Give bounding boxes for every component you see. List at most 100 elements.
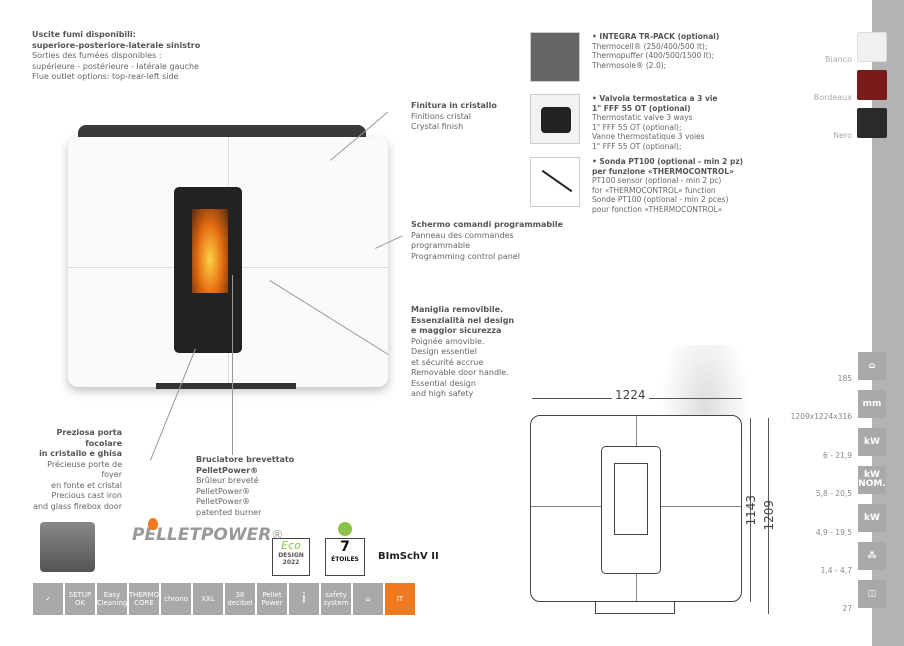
accessory-line: 1" FFF 55 OT (optional);: [592, 122, 682, 132]
accessory-line: pour fonction «THERMOCONTROL»: [592, 204, 723, 214]
pellets-icon: ⁂: [858, 542, 886, 570]
integra-pack-image: [530, 32, 580, 82]
width-dimension: 1224: [612, 389, 649, 401]
spec-power-input: 6 - 21,9: [823, 451, 852, 460]
crystal-fr: Finitions cristal: [411, 111, 471, 121]
color-swatch-nero[interactable]: [857, 108, 887, 138]
door-line: and glass firebox door: [33, 501, 122, 511]
color-label: Bianco: [825, 55, 852, 64]
accessory-title-2: 1" FFF 55 OT (optional): [592, 103, 691, 113]
flue-title: Uscite fumi disponibili:: [32, 30, 136, 39]
accessory-line: for «THERMOCONTROL» function: [592, 185, 716, 195]
accessory-valve: • Valvola termostatica a 3 vie 1" FFF 55…: [592, 94, 718, 151]
eco-year-text: 2022: [282, 559, 300, 566]
stove-base-drawing: [595, 602, 675, 614]
door-line: Précieuse porte de foyer: [47, 459, 122, 480]
burner-it: Bruciatore brevettato: [196, 455, 295, 464]
handle-line: Design essentiel: [411, 347, 477, 356]
color-label: Bordeaux: [813, 93, 852, 102]
panel-it: Schermo comandi programmabile: [411, 220, 564, 229]
dimensions-icon: mm: [858, 390, 886, 418]
panel-fr: Panneau des commandes: [411, 230, 514, 240]
pt100-sensor-image: [530, 157, 580, 207]
handle-line: et sécurité accrue: [411, 357, 484, 367]
door-callout: Preziosa porta focolare in cristallo e g…: [30, 428, 122, 512]
crystal-it: Finitura in cristallo: [411, 101, 497, 110]
spec-dimensions: 1209x1224x316: [790, 412, 852, 421]
burner-line: PelletPower®: [196, 486, 251, 496]
handle-it-3: e maggior sicurezza: [411, 326, 502, 335]
height-dimension-2: 1209: [762, 499, 777, 531]
flue-en: Flue outlet options: top-rear-left side: [32, 72, 179, 81]
height-dimension-1: 1143: [744, 494, 759, 526]
ecodesign-badge: Eco DESIGN 2022: [272, 538, 310, 576]
accessory-line: PT100 sensor (optional - min 2 pc): [592, 176, 722, 185]
decibel-icon: 36 decibel: [225, 583, 255, 615]
door-it-2: in cristallo e ghisa: [39, 449, 122, 458]
thermocore-icon: THERMO CORE: [129, 583, 159, 615]
panel-fr-2: programmable: [411, 241, 471, 250]
accessory-line: Sonde PT100 (optional - min 2 pces): [592, 195, 729, 204]
pelletpower-logo: PELLETPOWER®: [132, 527, 283, 544]
flue-outlet-text: Uscite fumi disponibili: superiore-poste…: [32, 30, 200, 83]
flue-fr: Sorties des fumées disponibles :: [32, 51, 162, 60]
chrono-icon: chrono: [161, 583, 191, 615]
color-label: Nero: [833, 131, 852, 140]
stars-number: 7: [340, 539, 350, 555]
burner-line: PelletPower®: [196, 497, 251, 506]
door-line: en fonte et cristal: [51, 480, 122, 490]
accessory-sensor: • Sonda PT100 (optional - min 2 pz) per …: [592, 157, 743, 214]
color-swatch-bianco[interactable]: [857, 32, 887, 62]
pelletpower-text: PELLETPOWER: [132, 525, 272, 545]
made-in-italy-icon: IT: [385, 583, 415, 615]
thermostatic-valve-image: [530, 94, 580, 144]
door-it: Preziosa porta focolare: [56, 428, 122, 448]
handle-callout: Maniglia removibile. Essenzialità nel de…: [411, 305, 514, 400]
handle-line: Essential design: [411, 378, 476, 388]
setup-ok-icon: SETUP OK: [65, 583, 95, 615]
stove-door: [174, 187, 242, 353]
flue-title-2: superiore-posteriore-laterale sinistro: [32, 40, 201, 50]
burner-line: Brûleur breveté: [196, 476, 259, 485]
accessory-title-2: per funzione «THERMOCONTROL»: [592, 166, 734, 176]
easy-cleaning-icon: Easy Cleaning: [97, 583, 127, 615]
accessory-line: Thermostatic valve 3 ways: [592, 113, 693, 122]
accessory-title: • INTEGRA TR-PACK (optional): [592, 32, 720, 41]
handle-it-2: Essenzialità nel design: [411, 315, 515, 325]
home-air-icon: ⌂: [353, 583, 383, 615]
door-line: Precious cast iron: [51, 491, 122, 500]
spec-consumption: 1,4 - 4,7: [820, 566, 852, 575]
accessory-line: Thermocell® (250/400/500 lt);: [592, 41, 708, 51]
stove-front-drawing: [530, 415, 742, 602]
water-kw-icon: kW: [858, 504, 886, 532]
accessory-title: • Valvola termostatica a 3 vie: [592, 94, 718, 103]
house-icon: ⌂: [858, 352, 886, 380]
hopper-icon: ◫: [858, 580, 886, 608]
accessory-line: Thermopuffer (400/500/1500 lt);: [592, 51, 715, 60]
stars-text: ÉTOILES: [331, 556, 359, 563]
eco-design-text: DESIGN: [278, 552, 304, 559]
color-swatch-bordeaux[interactable]: [857, 70, 887, 100]
side-color-bar: [872, 0, 904, 646]
burner-callout: Bruciatore brevettato PelletPower® Brûle…: [196, 455, 294, 518]
handle-line: Removable door handle.: [411, 368, 509, 377]
accessory-line: 1" FFF 55 OT (optional);: [592, 141, 682, 151]
burner-line: patented burner: [196, 507, 262, 517]
handle-it: Maniglia removibile.: [411, 305, 504, 314]
safety-system-icon: safety system: [321, 583, 351, 615]
seven-stars-badge: 7 ÉTOILES: [325, 538, 365, 576]
handle-line: and high safety: [411, 389, 474, 398]
panel-en: Programming control panel: [411, 251, 520, 261]
info-icon: i: [289, 583, 319, 615]
accessory-integra: • INTEGRA TR-PACK (optional) Thermocell®…: [592, 32, 719, 70]
spec-hopper: 27: [842, 604, 852, 613]
accessory-title: • Sonda PT100 (optional - min 2 pz): [592, 157, 744, 166]
spec-water-power: 4,9 - 19,5: [815, 528, 852, 537]
spec-heated-volume: 185: [837, 374, 852, 383]
star-icon: [338, 522, 352, 536]
fire-kw-icon: kW: [858, 428, 886, 456]
accessory-line: Vanne thermostatique 3 voies: [592, 132, 705, 141]
stove-image: [68, 137, 388, 389]
accessory-line: Thermosole® (2.0);: [592, 60, 667, 70]
bimschv-label: BImSchV II: [378, 551, 439, 562]
